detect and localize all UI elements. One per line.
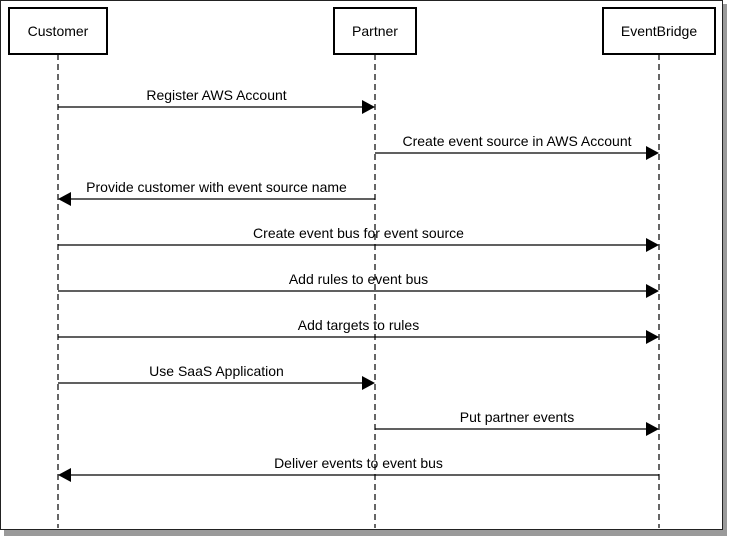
message-label-6: Add targets to rules (298, 317, 419, 333)
message-arrowhead-8 (646, 422, 659, 436)
message-arrowhead-2 (646, 146, 659, 160)
participant-box-eventbridge (602, 7, 716, 55)
message-label-2: Create event source in AWS Account (402, 133, 631, 149)
diagram-frame (0, 0, 723, 530)
participant-label-partner: Partner (352, 23, 398, 39)
message-arrowhead-3 (58, 192, 71, 206)
message-arrowhead-1 (362, 100, 375, 114)
message-label-5: Add rules to event bus (289, 271, 428, 287)
message-label-4: Create event bus for event source (253, 225, 464, 241)
participant-box-customer (8, 7, 108, 55)
message-label-7: Use SaaS Application (149, 363, 284, 379)
message-label-9: Deliver events to event bus (274, 455, 443, 471)
message-label-1: Register AWS Account (146, 87, 286, 103)
message-arrowhead-6 (646, 330, 659, 344)
participant-box-partner (333, 7, 417, 55)
message-label-3: Provide customer with event source name (86, 179, 347, 195)
participants: Customer Partner EventBridge (8, 7, 716, 55)
message-arrowhead-4 (646, 238, 659, 252)
message-arrowhead-9 (58, 468, 71, 482)
message-label-8: Put partner events (460, 409, 574, 425)
participant-label-eventbridge: EventBridge (621, 23, 697, 39)
message-arrowhead-5 (646, 284, 659, 298)
lifelines (57, 54, 660, 528)
participant-label-customer: Customer (28, 23, 89, 39)
message-arrowhead-7 (362, 376, 375, 390)
